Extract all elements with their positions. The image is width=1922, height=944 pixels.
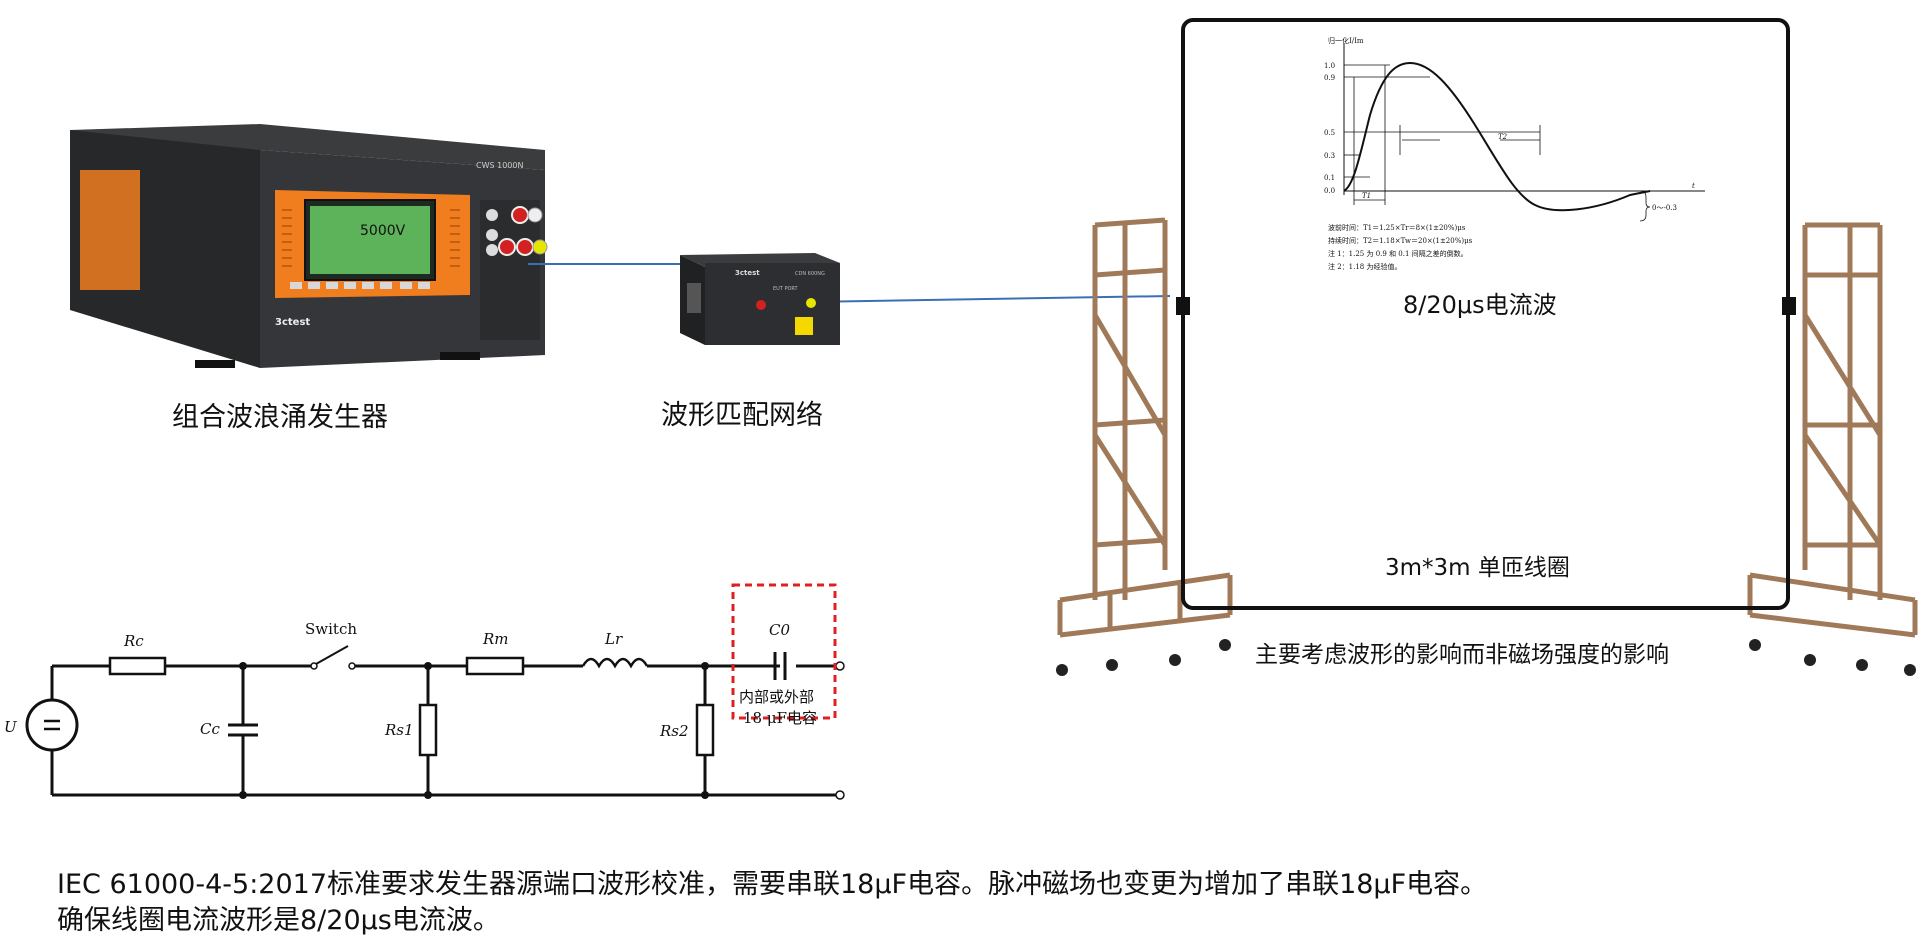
tick-label: 0.5 <box>1324 129 1335 137</box>
t1-label: T1 <box>1362 192 1371 200</box>
label-Rm: Rm <box>482 630 509 648</box>
tick-label: 0.9 <box>1324 74 1335 82</box>
waveform-note: 波前时间：T1＝1.25×Tr＝8×(1±20%)μs <box>1328 223 1466 232</box>
waveform-matching-network-device: 3ctest CDN 600NG EUT PORT <box>680 253 840 345</box>
waveform-note: 注 2：1.18 为经验值。 <box>1328 262 1402 271</box>
generator-screen-value: 5000V <box>360 223 406 239</box>
label-C0: C0 <box>769 621 790 639</box>
label-Rs1: Rs1 <box>384 721 414 739</box>
network-model-text: CDN 600NG <box>795 271 825 277</box>
waveform-caption: 8/20μs电流波 <box>1403 291 1557 319</box>
capacitor-note-line2: 18 μF电容 <box>743 709 817 727</box>
tick-label: 0.3 <box>1324 152 1335 160</box>
tick-label: 1.0 <box>1324 62 1335 70</box>
coil-caption: 3m*3m 单匝线圈 <box>1385 555 1570 581</box>
tick-label: 0.0 <box>1324 187 1335 195</box>
t2-label: T2 <box>1498 133 1508 141</box>
bottom-text-line1: IEC 61000-4-5:2017标准要求发生器源端口波形校准，需要串联18μ… <box>57 869 1488 900</box>
network-caption: 波形匹配网络 <box>661 400 823 431</box>
waveform-note: 注 1：1.25 为 0.9 和 0.1 间隔之差的倒数。 <box>1328 249 1468 258</box>
t-axis-label: t <box>1692 182 1695 190</box>
label-Rc: Rc <box>123 632 144 650</box>
coil-note: 主要考虑波形的影响而非磁场强度的影响 <box>1255 642 1669 668</box>
bottom-text-line2: 确保线圈电流波形是8/20μs电流波。 <box>57 905 500 936</box>
waveform-ylabel: 归一化I/Im <box>1328 36 1364 45</box>
coil-frame-assembly <box>1056 18 1918 676</box>
undershoot-label: 0～-0.3 <box>1652 204 1677 212</box>
label-switch: Switch <box>305 620 357 638</box>
label-Rs2: Rs2 <box>659 722 689 740</box>
waveform-8-20-plot: 归一化I/Im 1.0 0.9 0.5 0.3 0.1 0.0 T2 T1 t … <box>1324 36 1705 271</box>
label-Lr: Lr <box>604 630 623 648</box>
label-U: U <box>4 718 18 736</box>
generator-model-text: CWS 1000N <box>476 161 523 170</box>
waveform-note: 持续时间：T2＝1.18×Tw＝20×(1±20%)μs <box>1328 236 1473 245</box>
tick-label: 0.1 <box>1324 174 1335 182</box>
network-brand-logo: 3ctest <box>735 269 760 277</box>
generator-brand-logo: 3ctest <box>275 317 310 328</box>
label-Cc: Cc <box>200 720 220 738</box>
surge-generator-device: CWS 1000N 5000V 3ctest <box>70 124 548 368</box>
circuit-diagram: U Rc Cc Switch Rm Lr Rs1 Rs2 C0 内部或外部 18… <box>4 583 845 800</box>
generator-caption: 组合波浪涌发生器 <box>172 402 388 433</box>
capacitor-note-line1: 内部或外部 <box>739 688 814 706</box>
network-port-label: EUT PORT <box>773 286 799 292</box>
